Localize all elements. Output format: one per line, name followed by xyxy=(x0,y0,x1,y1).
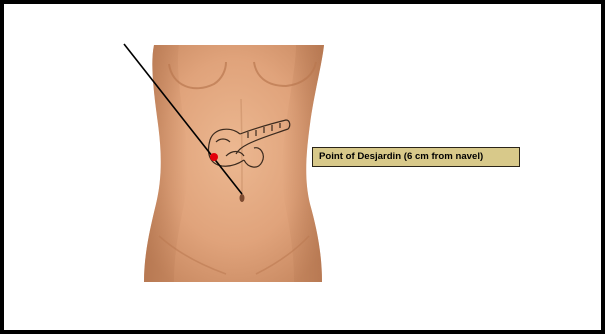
page-frame: Point of Desjardin (6 cm from navel) xyxy=(4,4,601,330)
desjardin-point-marker xyxy=(210,153,218,161)
navel xyxy=(240,194,245,202)
desjardin-point-label: Point of Desjardin (6 cm from navel) xyxy=(312,147,520,167)
anatomy-figure xyxy=(4,4,601,330)
